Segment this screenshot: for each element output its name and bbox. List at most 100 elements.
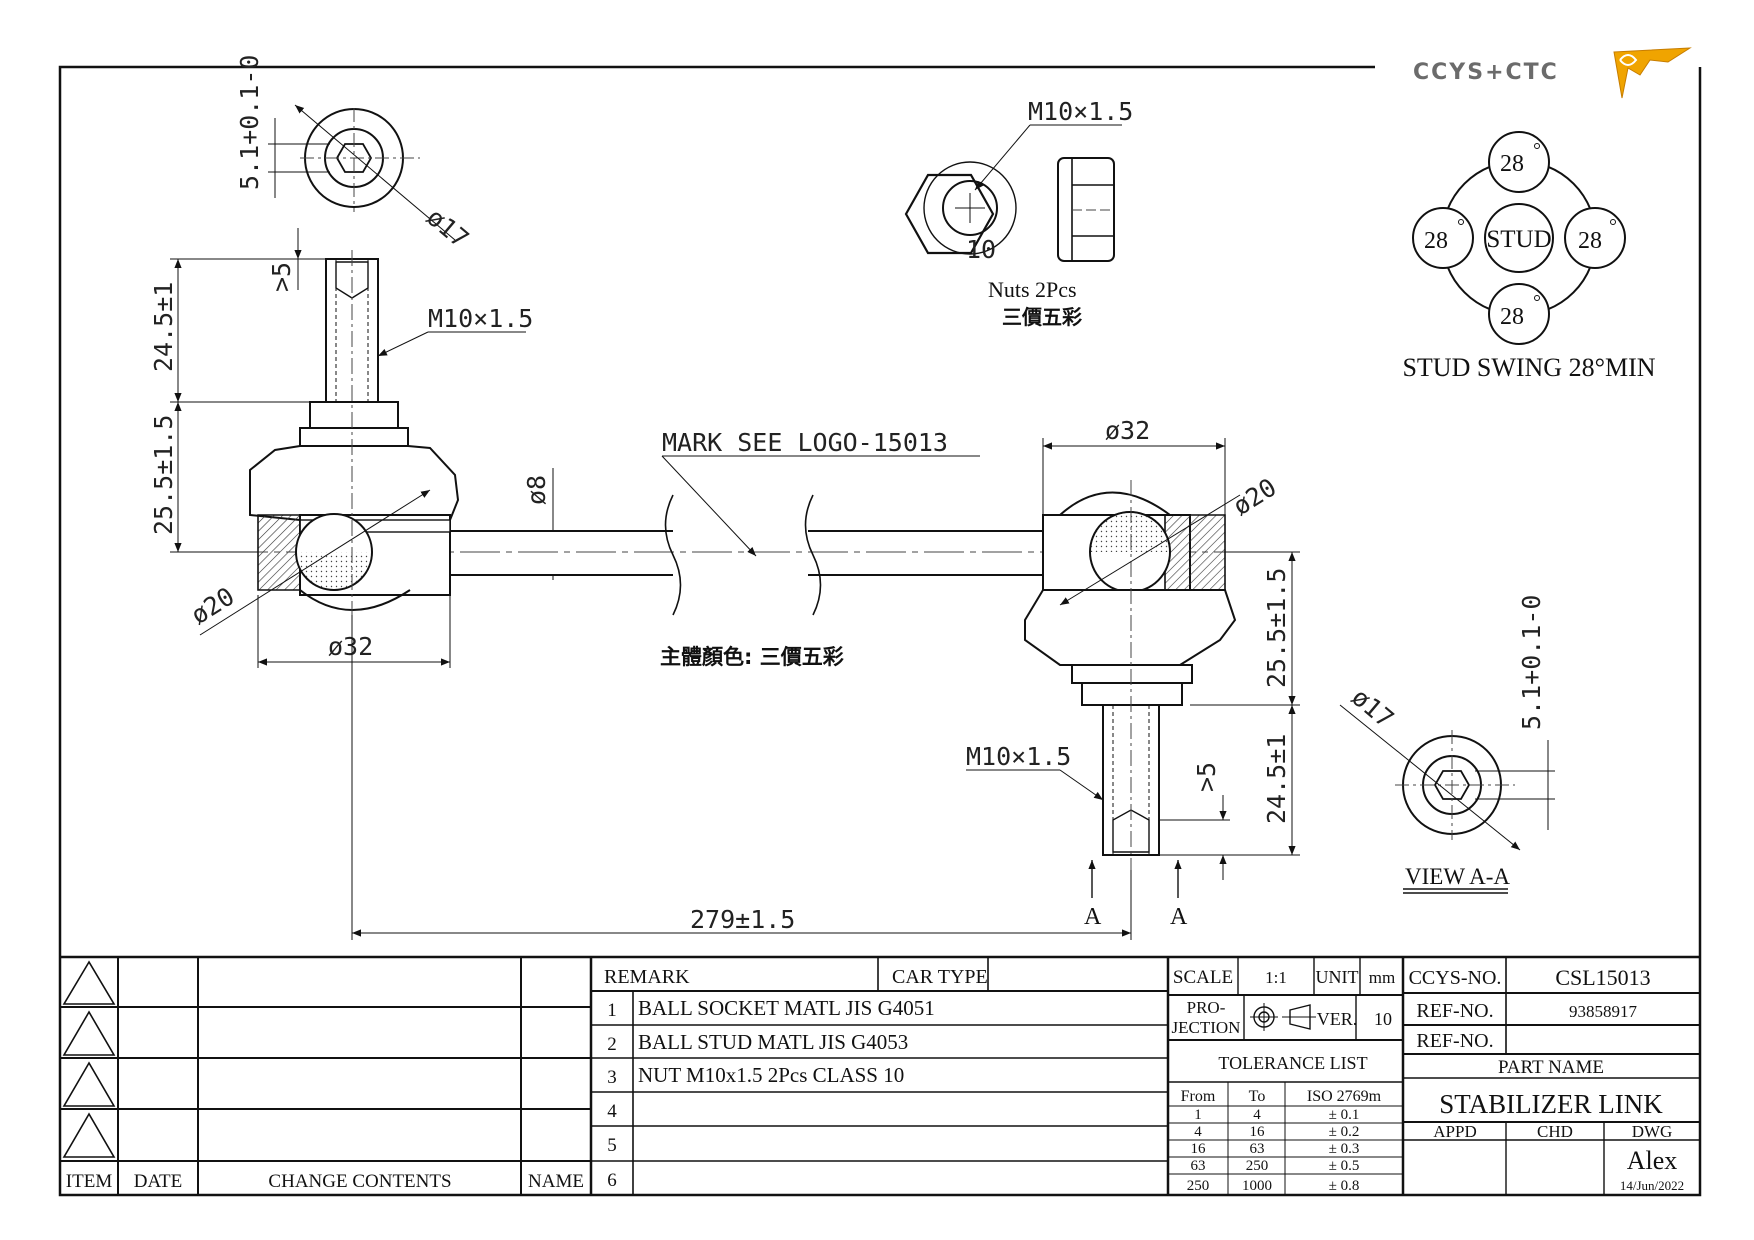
- part-name-label: PART NAME: [1498, 1057, 1604, 1078]
- left-thread: M10×1.5: [428, 304, 533, 333]
- right-end-diameter: ø17: [1346, 682, 1399, 733]
- remark-no-1: 1: [607, 1000, 617, 1021]
- ref-no2-label: REF-NO.: [1416, 1030, 1493, 1052]
- rev-date-header: DATE: [134, 1171, 183, 1192]
- ref-no: 93858917: [1569, 1002, 1638, 1021]
- nut-thread: M10×1.5: [1028, 97, 1133, 126]
- tol-from-3: 16: [1191, 1141, 1207, 1157]
- nut-thread-inner: 10: [966, 235, 996, 264]
- tol-from-5: 250: [1187, 1178, 1210, 1194]
- nut-color-note: 三價五彩: [1002, 305, 1082, 329]
- right-thread: M10×1.5: [966, 742, 1071, 771]
- stud-label: STUD: [1486, 226, 1551, 253]
- unit-value: mm: [1369, 968, 1395, 987]
- tol-val-1: ± 0.1: [1329, 1107, 1360, 1123]
- tol-header-to: To: [1249, 1088, 1266, 1105]
- swing-top: 28: [1500, 151, 1524, 177]
- tol-val-4: ± 0.5: [1329, 1158, 1360, 1174]
- remark-no-2: 2: [607, 1034, 617, 1055]
- tol-header-from: From: [1181, 1088, 1216, 1105]
- left-stud-length: 24.5±1: [149, 282, 178, 372]
- right-ball-joint: ø32 ø20 25.5±1.5 24.5±1 >5 M10×1.5 A A: [966, 416, 1300, 930]
- overall-length-dim: 279±1.5: [351, 615, 1132, 940]
- rev-name-header: NAME: [528, 1171, 584, 1192]
- body-color-note: 主體顏色: 三價五彩: [660, 645, 844, 669]
- right-ball-diameter: ø20: [1228, 473, 1282, 522]
- swing-left: 28: [1424, 228, 1448, 254]
- left-ball-joint: 24.5±1 25.5±1.5 >5 M10×1.5 ø20 ø32: [149, 228, 533, 668]
- remark-no-3: 3: [607, 1067, 617, 1088]
- right-recess: >5: [1192, 762, 1221, 792]
- rev-item-header: ITEM: [66, 1171, 113, 1192]
- drawing-border: [58, 65, 1702, 1197]
- chd-label: CHD: [1537, 1122, 1573, 1141]
- left-recess: >5: [267, 262, 296, 292]
- tolerance-title: TOLERANCE LIST: [1218, 1053, 1367, 1073]
- logo-swoosh-icon: [1613, 47, 1692, 99]
- rod: ø8 MARK SEE LOGO-15013 主體顏色: 三價五彩: [440, 428, 1043, 669]
- remark-text-3: NUT M10x1.5 2Pcs CLASS 10: [638, 1063, 904, 1087]
- tol-to-1: 4: [1253, 1107, 1261, 1123]
- left-ball-height: 25.5±1.5: [149, 415, 178, 535]
- right-ball-height: 25.5±1.5: [1262, 568, 1291, 688]
- left-ball-diameter: ø20: [186, 582, 240, 631]
- overall-length: 279±1.5: [690, 905, 795, 934]
- left-end-diameter: ø17: [421, 202, 474, 253]
- swing-bottom: 28: [1500, 304, 1524, 330]
- ccys-no-label: CCYS-NO.: [1409, 967, 1502, 989]
- rev-contents-header: CHANGE CONTENTS: [268, 1171, 451, 1192]
- tol-val-3: ± 0.3: [1329, 1141, 1360, 1157]
- company-logo: CCYS+CTC: [1413, 47, 1692, 99]
- projection-label-2: JECTION: [1172, 1018, 1241, 1037]
- left-end-height: 5.1+0.1-0: [235, 55, 264, 190]
- title-block: [60, 955, 1700, 1195]
- svg-text:CCYS+CTC: CCYS+CTC: [1413, 60, 1559, 85]
- tol-to-4: 250: [1246, 1158, 1269, 1174]
- tol-from-1: 1: [1194, 1107, 1202, 1123]
- tol-from-4: 63: [1191, 1158, 1206, 1174]
- remark-text-1: BALL SOCKET MATL JIS G4051: [638, 996, 935, 1020]
- nut-caption: Nuts 2Pcs: [988, 277, 1077, 302]
- left-body-diameter: ø32: [328, 632, 373, 661]
- remark-no-6: 6: [607, 1170, 617, 1191]
- dwg-by: Alex: [1627, 1146, 1678, 1175]
- nut-views: M10×1.5 10 Nuts 2Pcs 三價五彩: [904, 97, 1133, 329]
- scale-label: SCALE: [1173, 967, 1233, 988]
- right-body-diameter: ø32: [1105, 416, 1150, 445]
- right-end-height: 5.1+0.1-0: [1517, 595, 1546, 730]
- scale-value: 1:1: [1265, 968, 1287, 987]
- appd-label: APPD: [1433, 1122, 1476, 1141]
- title-block-text: ITEM DATE CHANGE CONTENTS NAME REMARK CA…: [66, 965, 1684, 1194]
- rod-mark: MARK SEE LOGO-15013: [662, 428, 948, 457]
- tol-val-5: ± 0.8: [1329, 1178, 1360, 1194]
- stud-swing-diagram: STUD 28 28 28 28 STUD SWING 28°MIN: [1402, 131, 1656, 382]
- remark-no-5: 5: [607, 1135, 617, 1156]
- ref-no-label: REF-NO.: [1416, 1000, 1493, 1022]
- tol-val-2: ± 0.2: [1329, 1124, 1360, 1140]
- dwg-label: DWG: [1632, 1122, 1673, 1141]
- rod-diameter: ø8: [522, 475, 551, 505]
- view-aa-title: VIEW A-A: [1405, 864, 1510, 889]
- section-mark-left: A: [1084, 904, 1102, 930]
- stud-swing-caption: STUD SWING 28°MIN: [1402, 353, 1655, 382]
- right-end-view: ø17 5.1+0.1-0 VIEW A-A: [1339, 595, 1555, 894]
- right-stud-length: 24.5±1: [1262, 734, 1291, 824]
- car-type-label: CAR TYPE: [892, 966, 988, 988]
- remark-header: REMARK: [604, 966, 690, 988]
- remark-no-4: 4: [607, 1101, 617, 1122]
- left-end-view: 5.1+0.1-0 ø17: [235, 55, 474, 254]
- drawing-date: 14/Jun/2022: [1620, 1178, 1684, 1193]
- tol-to-5: 1000: [1242, 1178, 1272, 1194]
- tol-to-2: 16: [1250, 1124, 1266, 1140]
- ver-value: 10: [1374, 1009, 1392, 1029]
- swing-right: 28: [1578, 228, 1602, 254]
- tol-header-iso: ISO 2769m: [1307, 1088, 1382, 1105]
- section-mark-right: A: [1170, 904, 1188, 930]
- tol-to-3: 63: [1250, 1141, 1265, 1157]
- ccys-no: CSL15013: [1555, 965, 1650, 990]
- projection-label-1: PRO-: [1187, 998, 1226, 1017]
- unit-label: UNIT: [1316, 967, 1359, 987]
- ver-label: VER.: [1317, 1009, 1358, 1029]
- tol-from-2: 4: [1194, 1124, 1202, 1140]
